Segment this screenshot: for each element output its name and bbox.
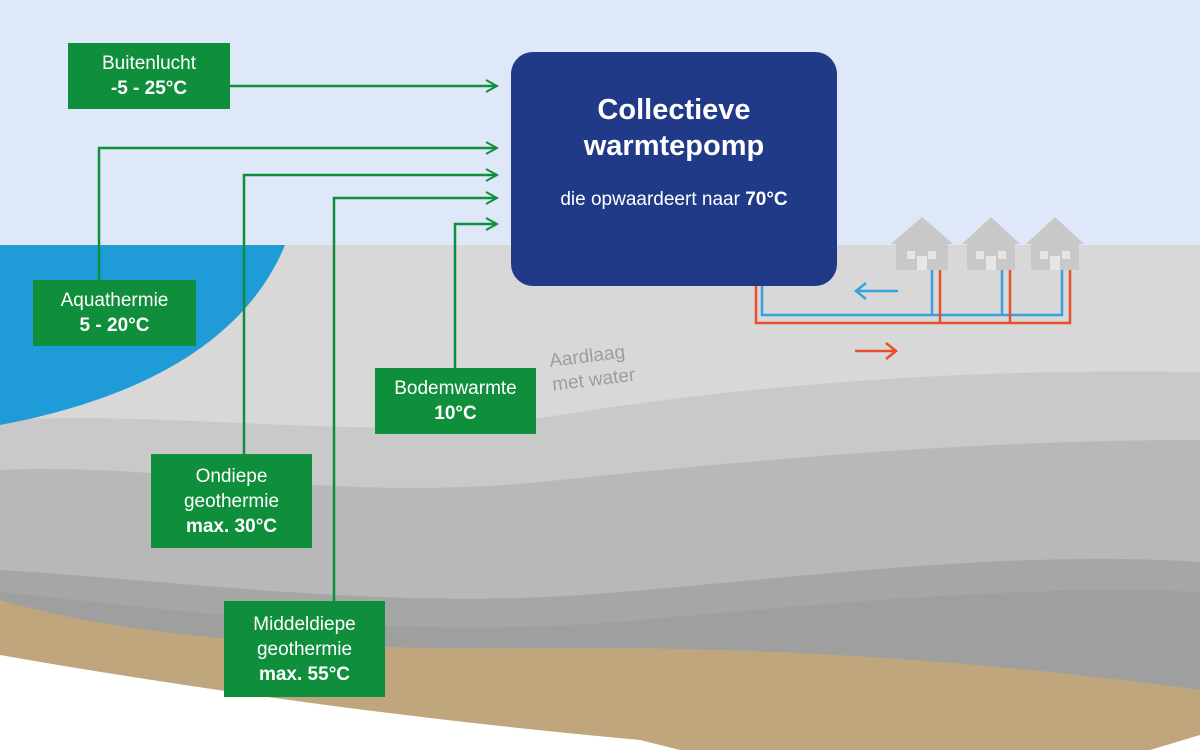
flow-arrow-left-icon <box>853 282 898 300</box>
source-label: geothermie <box>183 490 280 512</box>
white-base <box>0 655 680 750</box>
flow-arrow-right-icon <box>855 342 899 360</box>
aquifer-label: Aardlaag met water <box>548 340 637 398</box>
connector-ondiepe <box>242 175 497 455</box>
source-box-middeldiepe-geothermie: Middeldiepe geothermie max. 55°C <box>224 601 385 697</box>
heat-pump-title: Collectieve warmtepomp <box>511 92 837 164</box>
connector-aquathermie <box>97 148 497 280</box>
heat-pump-title-line2: warmtepomp <box>583 130 765 162</box>
source-label: Ondiepe <box>195 465 268 487</box>
source-label: Middeldiepe <box>253 613 356 635</box>
source-box-aquathermie: Aquathermie 5 - 20°C <box>33 280 196 346</box>
source-temperature: -5 - 25°C <box>110 78 188 99</box>
heat-pump-target-temp: 70°C <box>745 189 788 210</box>
source-label: Bodemwarmte <box>394 378 517 399</box>
heat-pump-title-line1: Collectieve <box>597 94 751 126</box>
heat-pump-subtitle: die opwaardeert naar 70°C <box>511 189 837 211</box>
source-temperature: 10°C <box>434 403 477 424</box>
cold-return-pipe <box>760 270 1064 317</box>
house-icon <box>1026 217 1084 270</box>
source-box-buitenlucht: Buitenlucht -5 - 25°C <box>68 43 230 109</box>
source-box-bodemwarmte: Bodemwarmte 10°C <box>375 368 536 434</box>
source-label: Aquathermie <box>60 290 169 311</box>
source-label: Buitenlucht <box>101 53 196 74</box>
hot-supply-pipe <box>754 270 1072 325</box>
source-temperature: max. 55°C <box>258 663 351 685</box>
house-icon <box>891 217 953 270</box>
source-box-ondiepe-geothermie: Ondiepe geothermie max. 30°C <box>151 454 312 548</box>
connector-bodemwarmte <box>453 224 497 369</box>
heat-pump-subtitle-text: die opwaardeert naar <box>560 189 746 210</box>
source-temperature: 5 - 20°C <box>79 315 150 336</box>
white-base-right <box>1150 735 1200 750</box>
connector-middeldiepe <box>332 198 497 602</box>
source-label: geothermie <box>256 638 353 660</box>
source-temperature: max. 30°C <box>185 515 278 537</box>
heat-pump-box: Collectieve warmtepomp die opwaardeert n… <box>511 52 837 286</box>
house-icon <box>962 217 1020 270</box>
